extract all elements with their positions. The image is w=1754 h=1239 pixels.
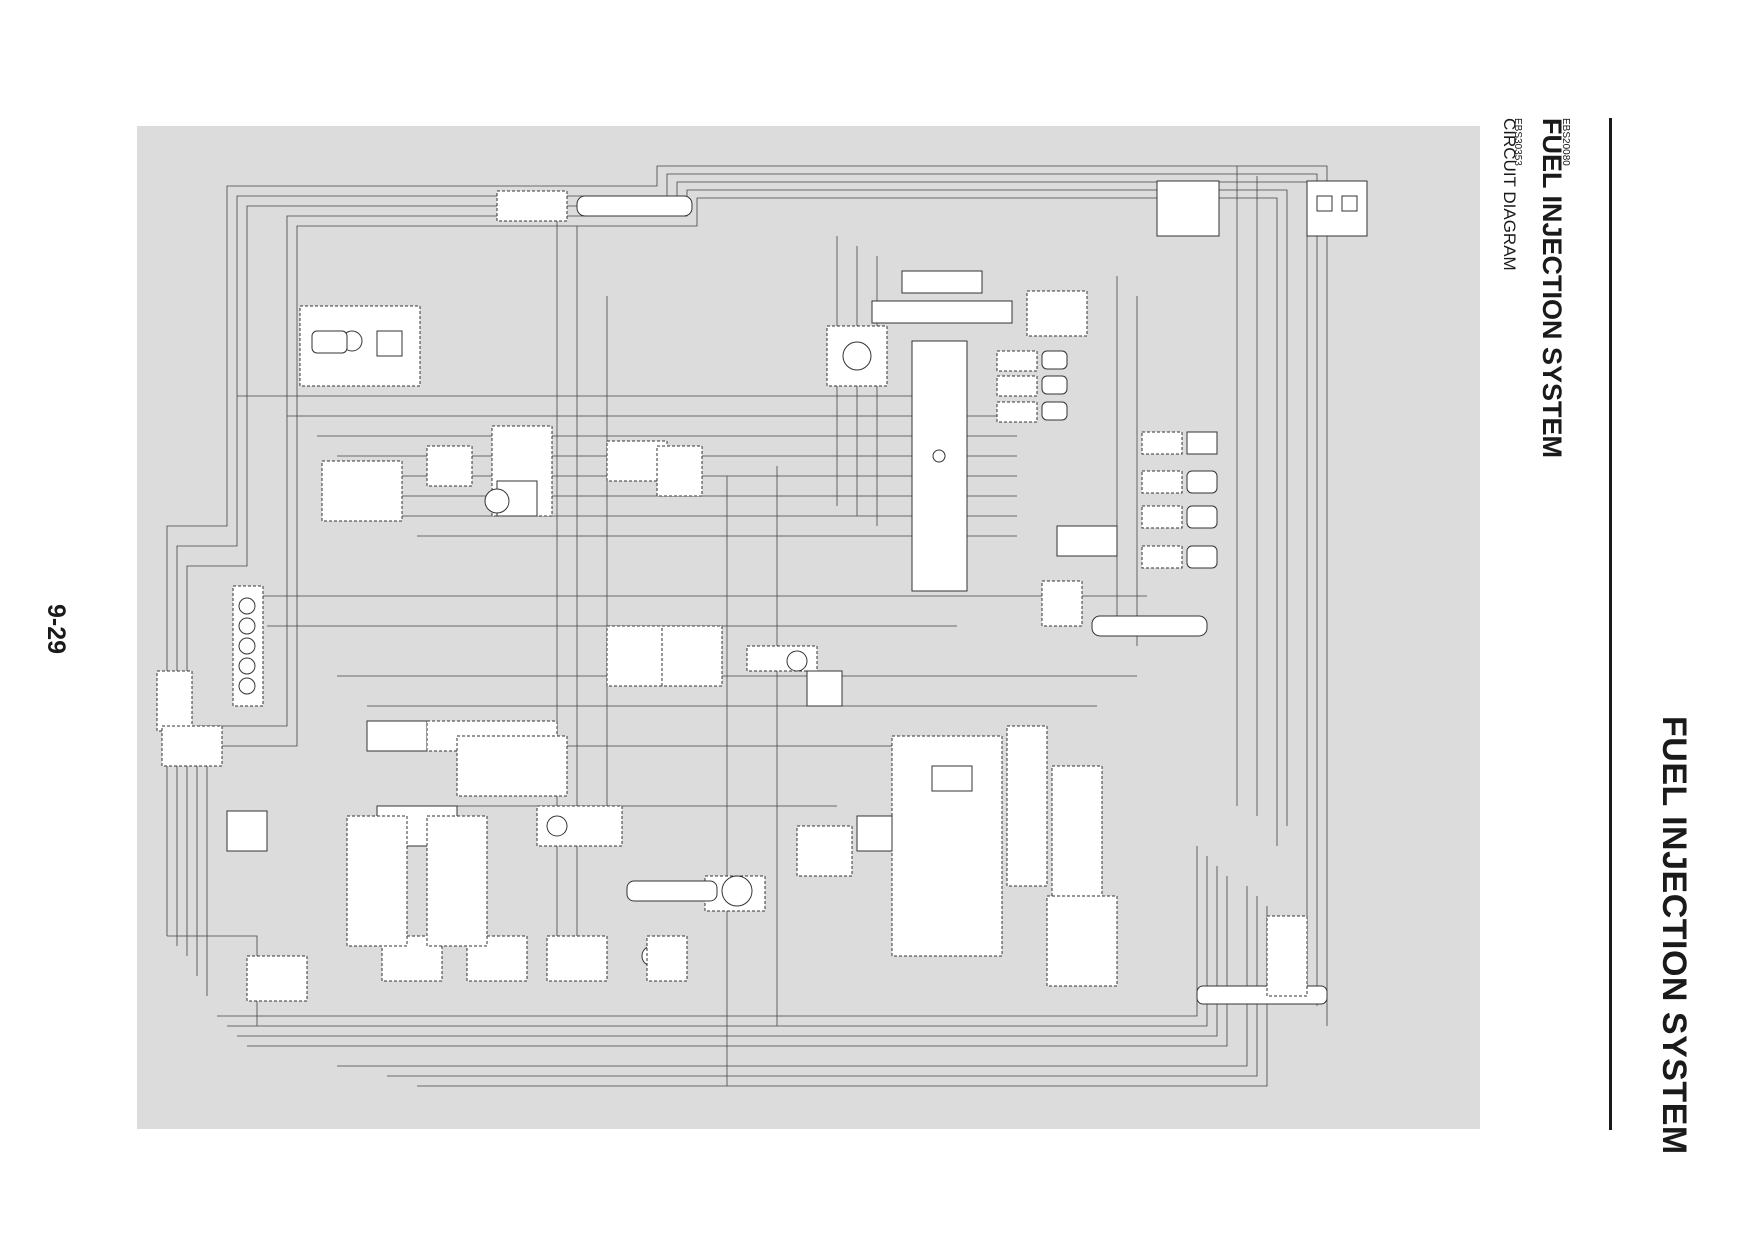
running-header-title: FUEL INJECTION SYSTEM (1655, 716, 1693, 1155)
page-number: 9-29 (42, 604, 70, 655)
section-title: FUEL INJECTION SYSTEM (1537, 118, 1567, 459)
circuit-wiring-image (156, 165, 1368, 1087)
circuit-diagram (137, 126, 1480, 1129)
header-rule (1609, 118, 1612, 1130)
subsection-title: CIRCUIT DIAGRAM (1500, 118, 1519, 271)
